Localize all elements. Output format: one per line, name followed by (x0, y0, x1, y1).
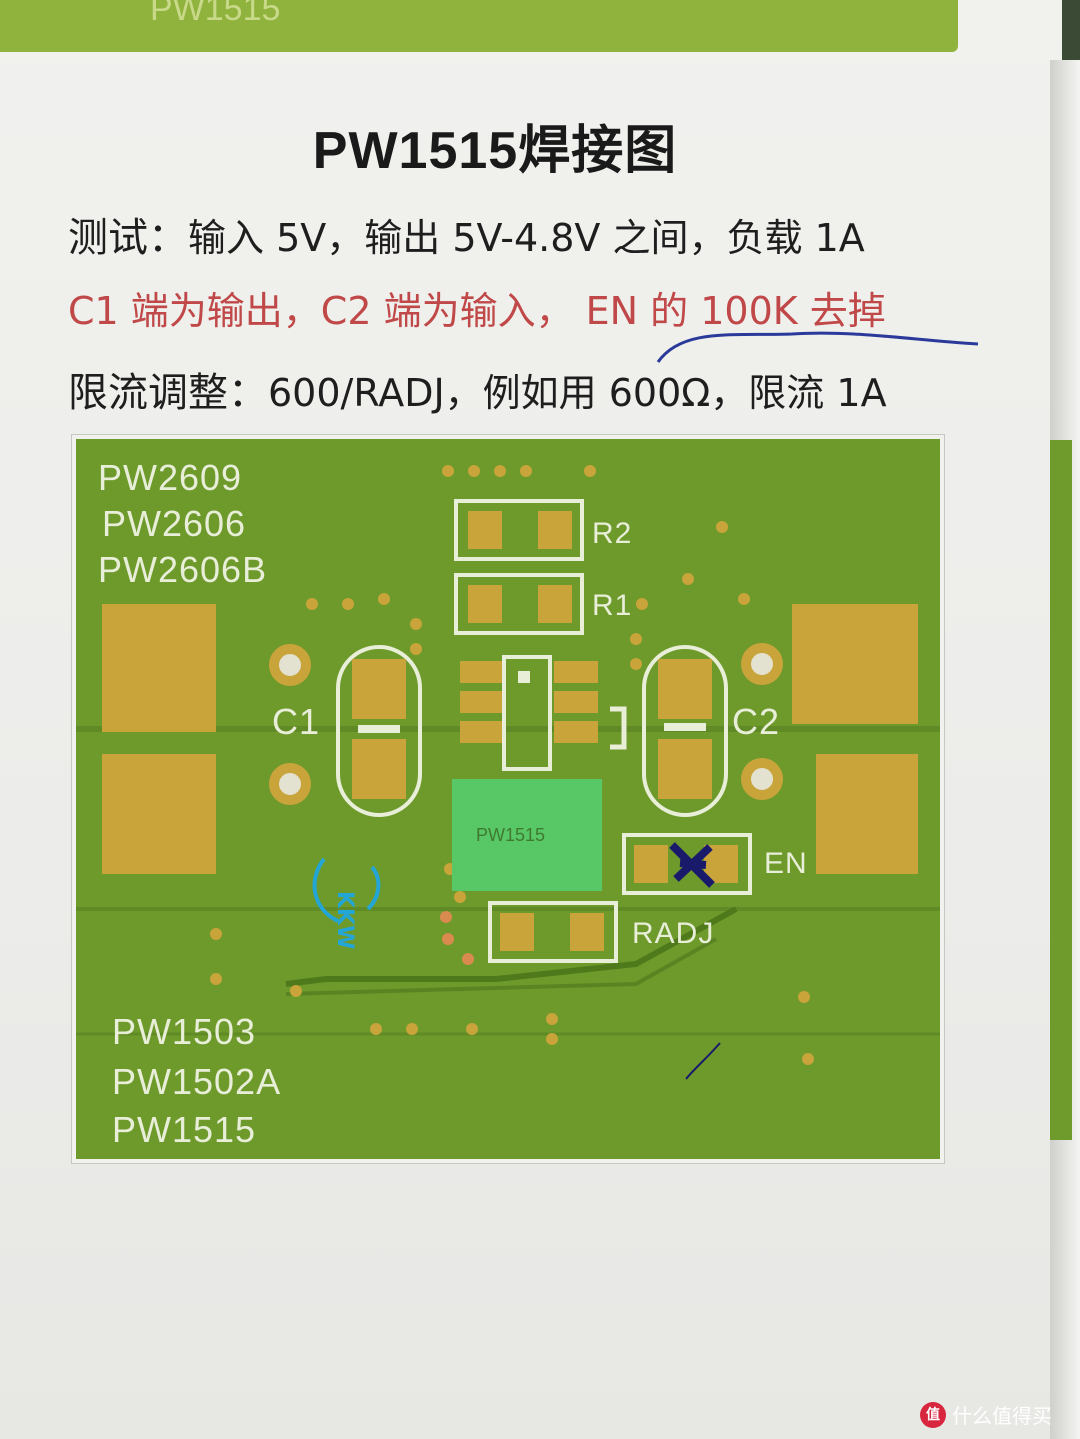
pcb-artwork: KKW PW1515 (76, 439, 940, 1159)
handwritten-underline (656, 331, 979, 363)
chip-area (452, 779, 602, 891)
test-note: 测试：输入 5V，输出 5V-4.8V 之间，负载 1A (68, 205, 865, 263)
watermark-logo-icon: 值 (920, 1401, 946, 1428)
top-pcb-fragment: PW1515 (0, 0, 958, 52)
silk-model: PW2609 (98, 457, 243, 498)
ref-radj: RADJ (632, 917, 715, 950)
pad-left-top (102, 604, 216, 732)
pcb-photo: KKW PW1515 PW2609 PW2606 PW2606B R2 R1 C… (72, 435, 944, 1163)
pad-right-top (792, 604, 918, 724)
handwritten-mark-icon (312, 857, 381, 923)
ref-c1: C1 (272, 701, 321, 742)
handwritten-mark-text: KKW (332, 891, 357, 949)
pen-mark (685, 1042, 721, 1080)
en-outline (622, 833, 752, 895)
test-note-lead: 测试： (68, 215, 188, 261)
ref-c2: C2 (732, 701, 781, 742)
watermark-text: 什么值得买 (952, 1404, 1052, 1428)
silk-model: PW2606 (102, 503, 247, 544)
page-title: PW1515焊接图 (312, 122, 678, 180)
chip-label: PW1515 (476, 825, 545, 845)
ref-en: EN (764, 847, 808, 880)
top-pcb-label: PW1515 (150, 0, 281, 28)
r2-outline (454, 499, 584, 561)
test-note-body: 输入 5V，输出 5V-4.8V 之间，负载 1A (188, 216, 865, 260)
watermark: 值 什么值得买 (920, 1400, 1052, 1429)
silk-model: PW1503 (112, 1011, 257, 1052)
silk-model: PW1502A (112, 1061, 282, 1102)
ref-r2: R2 (592, 517, 633, 550)
silk-model: PW2606B (98, 549, 268, 590)
radj-outline (488, 901, 618, 963)
current-limit-lead: 限流调整： (68, 370, 268, 416)
en-scribble (669, 842, 715, 888)
adjacent-pcb-strip (1050, 440, 1072, 1140)
r1-outline (454, 573, 584, 635)
current-limit-body: 600/RADJ，例如用 600Ω，限流 1A (268, 371, 887, 415)
terminal-note: C1 端为输出，C2 端为输入， EN 的 100K 去掉 (68, 289, 886, 333)
pad-left-bottom (102, 754, 216, 874)
pad-right-bottom (816, 754, 918, 874)
current-limit-note: 限流调整：600/RADJ，例如用 600Ω，限流 1A (68, 360, 887, 418)
ref-r1: R1 (592, 589, 633, 622)
silk-model: PW1515 (112, 1109, 257, 1150)
